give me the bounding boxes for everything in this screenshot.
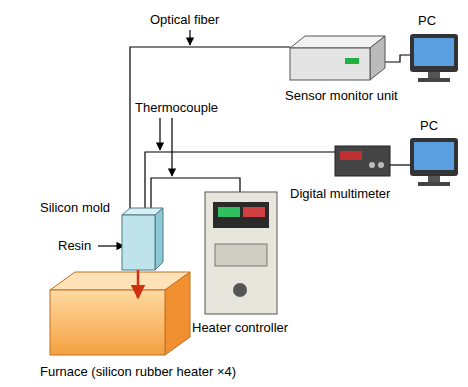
pc-icon	[410, 34, 458, 82]
part-label: Optical fiber	[150, 12, 219, 27]
part-label: Sensor monitor unit	[285, 88, 398, 103]
leader-arrow	[98, 30, 190, 246]
caption-label: Furnace (silicon rubber heater ×4)	[40, 364, 236, 379]
digital-multimeter	[335, 146, 390, 176]
furnace	[50, 272, 190, 355]
sensor-monitor-unit	[290, 36, 385, 80]
part-label: Silicon mold	[40, 200, 110, 215]
part-label: Thermocouple	[135, 100, 218, 115]
heater-controller	[205, 192, 277, 314]
wire	[130, 47, 410, 212]
silicon-mold	[122, 208, 163, 298]
part-label: Resin	[58, 238, 91, 253]
part-label: PC	[420, 118, 438, 133]
part-label: Digital multimeter	[290, 186, 390, 201]
part-label: Heater controller	[192, 320, 288, 335]
part-label: PC	[418, 13, 436, 28]
pc-icon	[410, 138, 458, 186]
